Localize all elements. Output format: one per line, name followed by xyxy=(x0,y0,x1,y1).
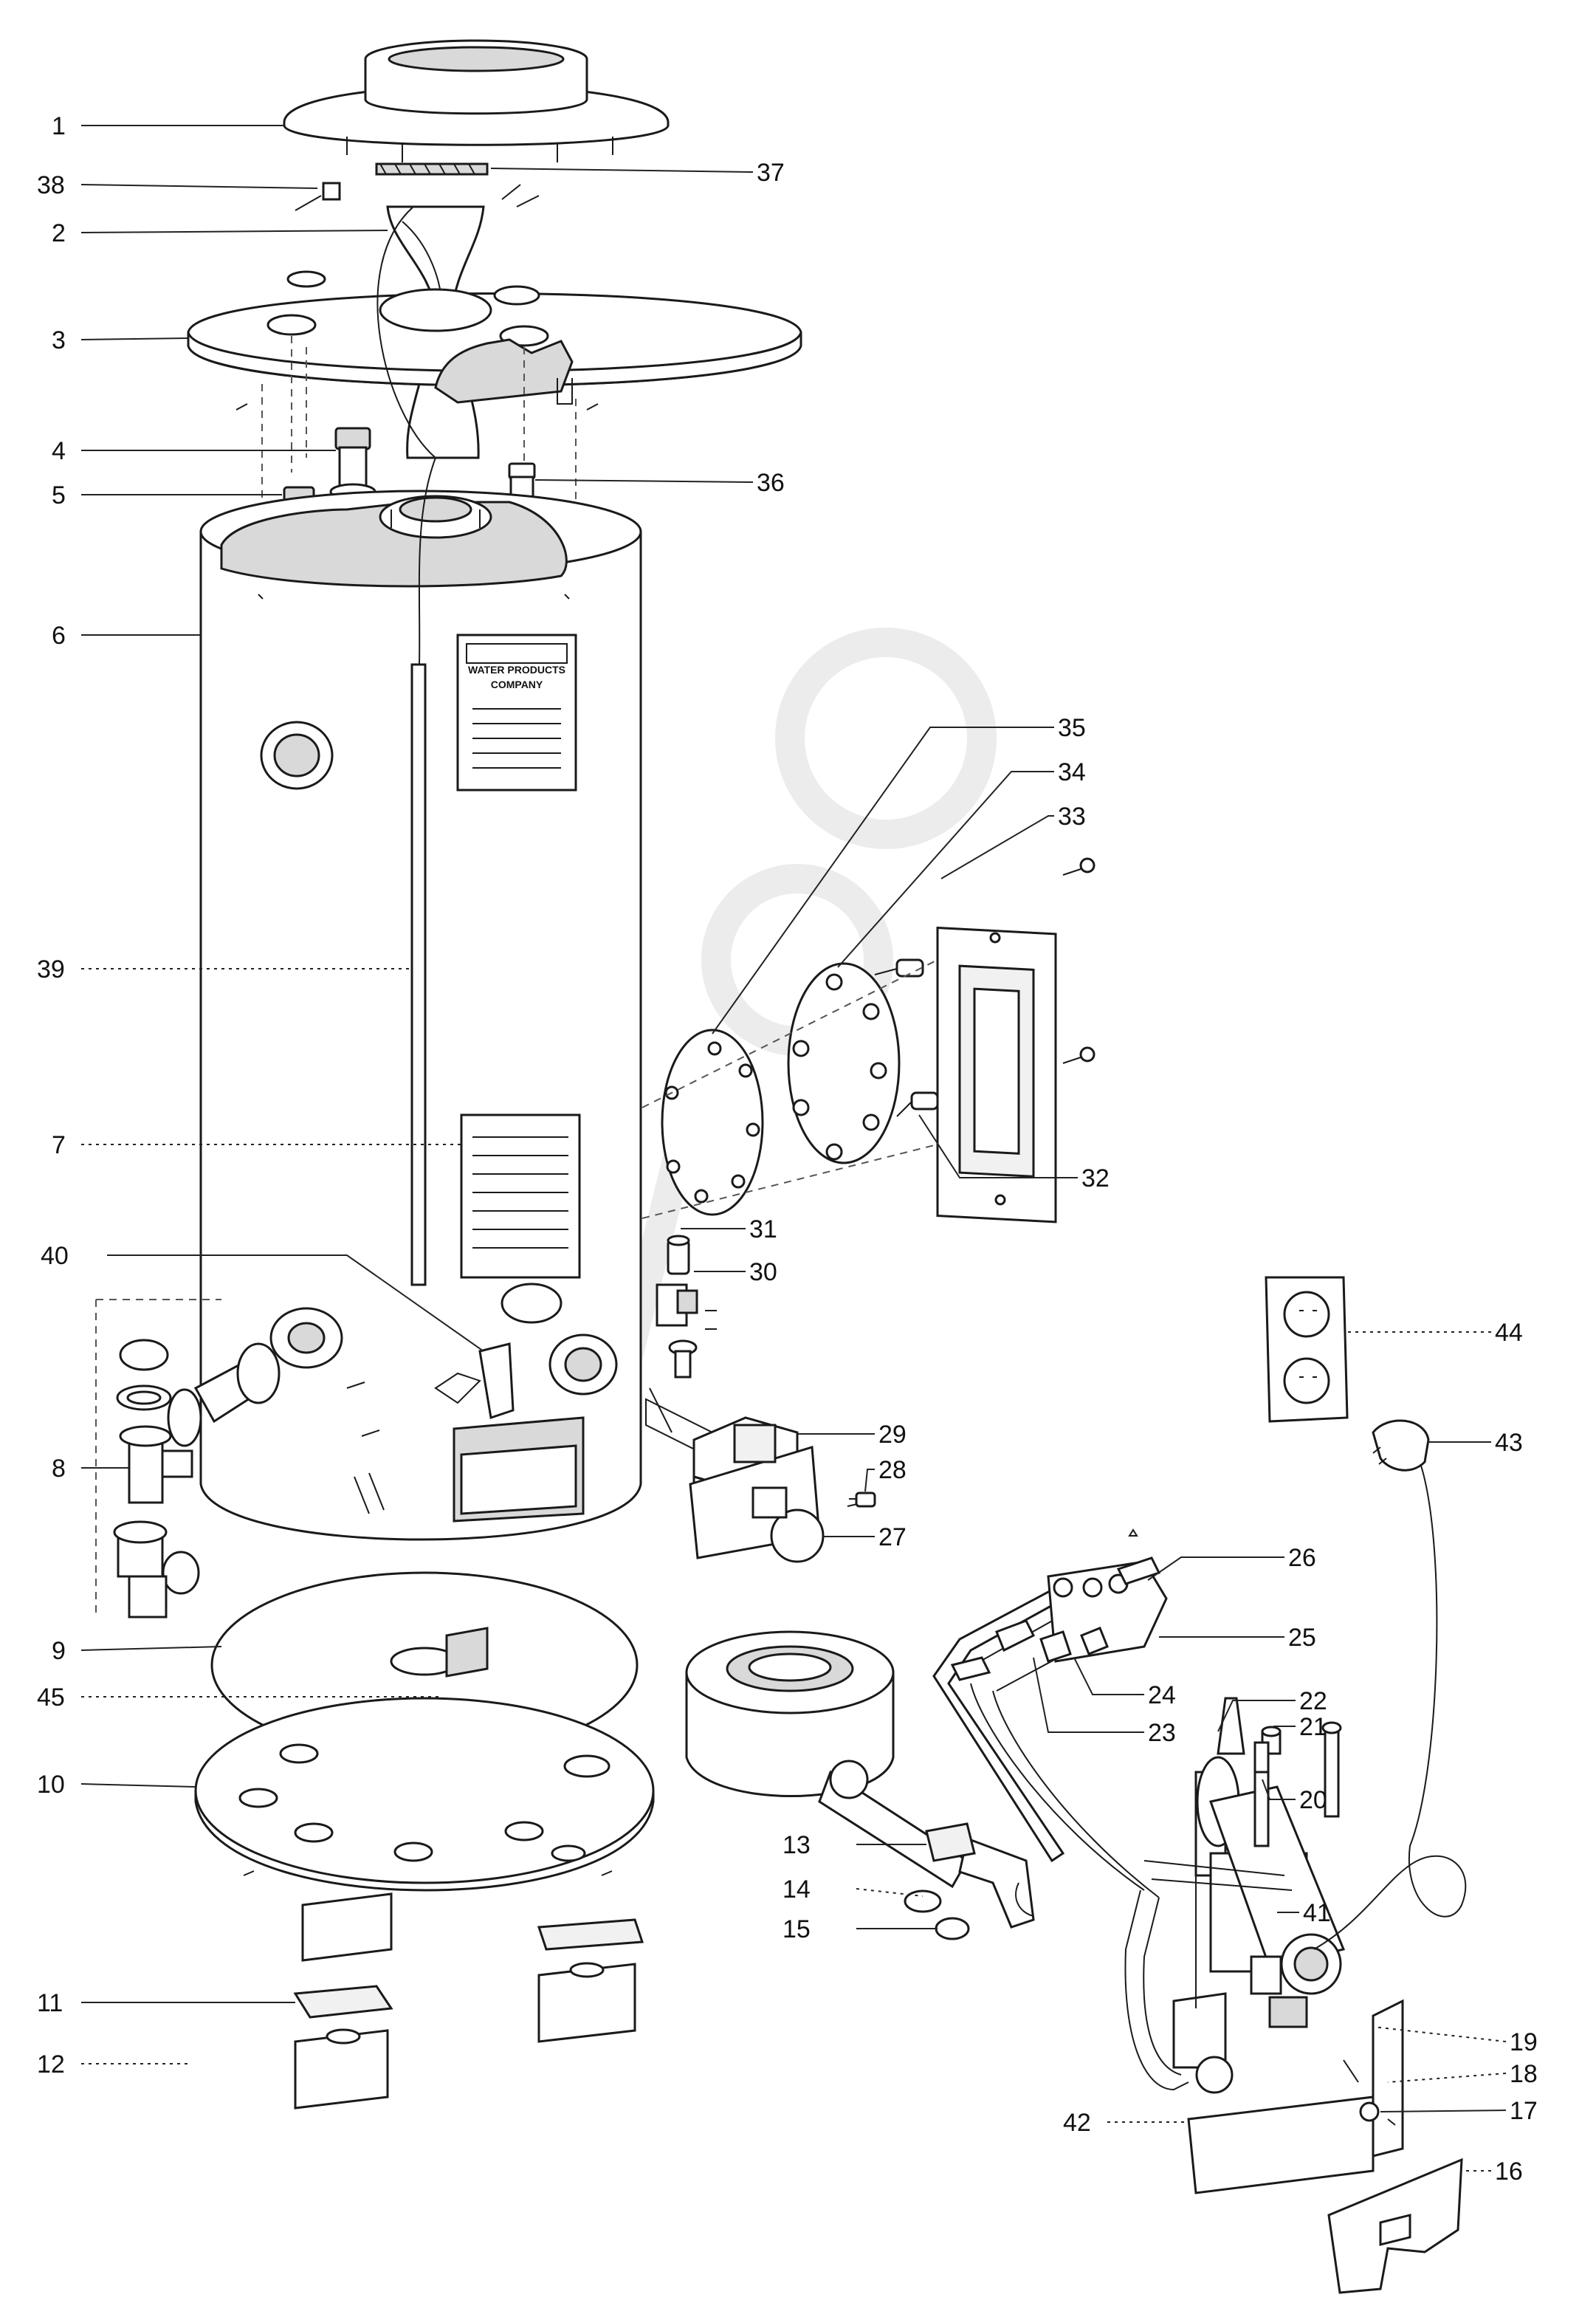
callout-33: 33 xyxy=(1058,803,1086,831)
callout-2: 2 xyxy=(52,219,66,247)
callout-9: 9 xyxy=(52,1637,66,1665)
callout-37: 37 xyxy=(757,159,785,187)
callout-32: 32 xyxy=(1081,1164,1110,1192)
bottom-shield-and-base xyxy=(194,1571,655,1892)
callout-30: 30 xyxy=(749,1258,777,1286)
callout-39: 39 xyxy=(37,955,65,984)
callout-20: 20 xyxy=(1299,1786,1327,1814)
callout-14: 14 xyxy=(782,1875,811,1904)
igniter-electrode xyxy=(1253,1721,1342,1847)
callout-labels: 1 38 2 3 4 5 6 39 7 40 8 9 45 10 11 12 3… xyxy=(37,112,1538,2186)
burner-assembly xyxy=(685,1630,1035,1940)
rating-plate-text: WATER PRODUCTS COMPANY xyxy=(468,664,565,690)
callout-10: 10 xyxy=(37,1771,65,1799)
thermostat-parts xyxy=(656,1235,717,1379)
callout-3: 3 xyxy=(52,326,66,354)
callout-5: 5 xyxy=(52,481,66,509)
jacket-top xyxy=(187,270,802,411)
receptacle-and-plug xyxy=(1265,1276,1467,1950)
anode-rod xyxy=(376,206,437,1286)
callout-7: 7 xyxy=(52,1131,66,1159)
drain-valve-assembly xyxy=(95,1299,281,1619)
callout-24: 24 xyxy=(1148,1681,1176,1709)
callout-25: 25 xyxy=(1288,1624,1316,1652)
callout-1: 1 xyxy=(52,112,66,140)
callout-43: 43 xyxy=(1495,1429,1523,1457)
callout-6: 6 xyxy=(52,622,66,650)
callout-45: 45 xyxy=(37,1683,65,1712)
callout-29: 29 xyxy=(878,1421,907,1449)
baffle-hanger-and-screws xyxy=(295,162,540,211)
legs-and-pads xyxy=(293,1892,644,2110)
handhole-assembly xyxy=(642,857,1095,1223)
callout-27: 27 xyxy=(878,1523,907,1551)
callout-38: 38 xyxy=(37,171,65,199)
callout-8: 8 xyxy=(52,1455,66,1483)
callout-4: 4 xyxy=(52,437,66,465)
callout-35: 35 xyxy=(1058,714,1086,742)
callout-41: 41 xyxy=(1303,1899,1331,1927)
rating-plate-lines xyxy=(472,708,561,769)
flue-hood xyxy=(283,39,670,162)
callout-36: 36 xyxy=(757,469,785,497)
callout-42: 42 xyxy=(1063,2109,1091,2137)
callout-23: 23 xyxy=(1148,1719,1176,1747)
callout-13: 13 xyxy=(782,1831,811,1859)
callout-18: 18 xyxy=(1510,2060,1538,2088)
rating-plate-line2: COMPANY xyxy=(491,679,543,690)
pilot-assembly xyxy=(950,1528,1168,1681)
callout-16: 16 xyxy=(1495,2158,1523,2186)
access-cover-plates xyxy=(1187,1999,1463,2294)
callout-40: 40 xyxy=(41,1242,69,1270)
rating-plate-line1: WATER PRODUCTS xyxy=(468,664,565,676)
callout-26: 26 xyxy=(1288,1544,1316,1572)
leader-lines xyxy=(80,125,1507,2172)
callout-21: 21 xyxy=(1299,1713,1327,1741)
callout-17: 17 xyxy=(1510,2097,1538,2125)
callout-19: 19 xyxy=(1510,2028,1538,2056)
small-hardware xyxy=(649,1387,1034,1917)
callout-44: 44 xyxy=(1495,1319,1523,1347)
callout-12: 12 xyxy=(37,2050,65,2079)
callout-28: 28 xyxy=(878,1456,907,1484)
callout-34: 34 xyxy=(1058,758,1086,786)
callout-31: 31 xyxy=(749,1215,777,1243)
gas-control-valve xyxy=(645,1398,876,1563)
igniter-module xyxy=(1143,1697,1346,2094)
callout-15: 15 xyxy=(782,1915,811,1943)
callout-11: 11 xyxy=(37,1989,63,2017)
callout-22: 22 xyxy=(1299,1687,1327,1715)
